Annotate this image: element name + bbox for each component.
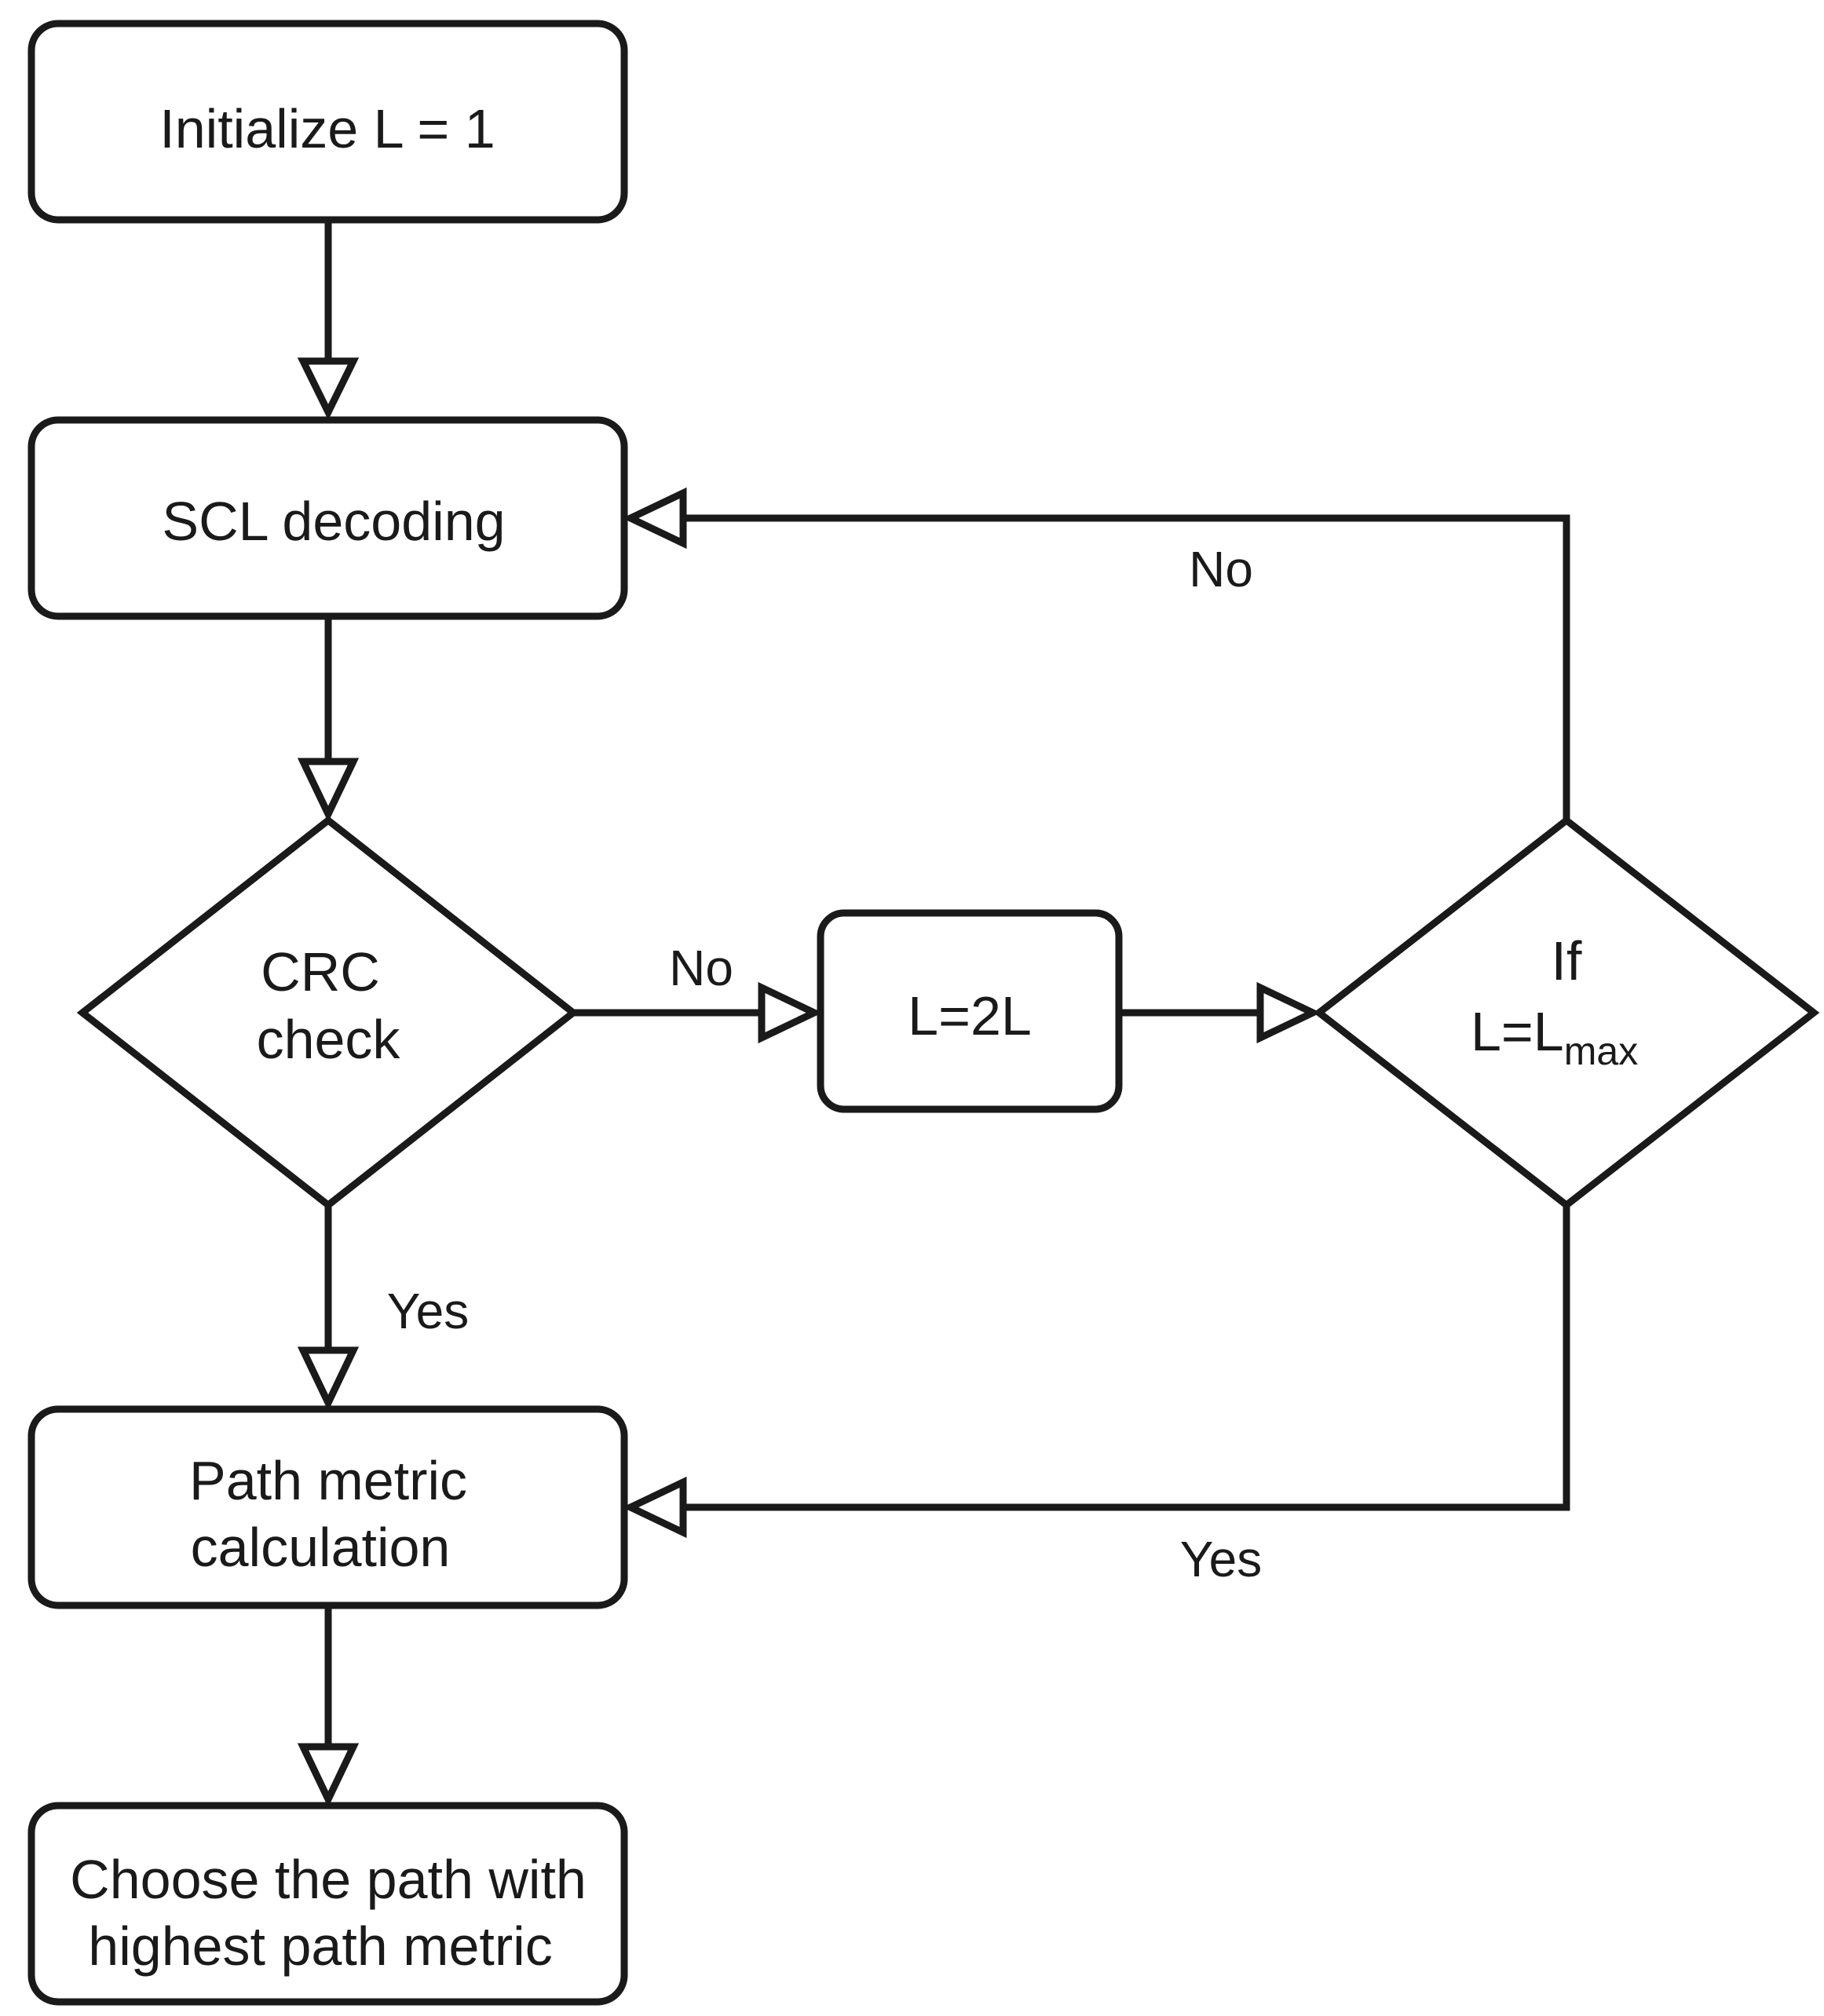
node-lmax-check-main: L=L — [1471, 1001, 1564, 1062]
node-path-metric-line2: calculation — [191, 1517, 451, 1578]
node-lmax-check-subscript: max — [1564, 1029, 1638, 1073]
edge-metric-to-choose-arrowhead — [297, 1743, 360, 1808]
node-lmax-check-line1: If — [1552, 930, 1582, 992]
node-initialize-label: Initialize L = 1 — [159, 98, 495, 159]
edge-double-to-lmax — [1119, 981, 1321, 1044]
edge-scl-to-crc-arrowhead — [297, 758, 360, 823]
edge-lmax-yes-line — [683, 1205, 1570, 1511]
edge-lmax-yes: Yes — [622, 1205, 1570, 1587]
node-path-metric-line1: Path metric — [189, 1450, 467, 1511]
node-crc-check-line1: CRC — [261, 941, 380, 1003]
node-initialize: Initialize L = 1 — [27, 20, 628, 224]
edge-lmax-no-arrowhead — [622, 487, 687, 550]
node-scl-decoding-label: SCL decoding — [162, 491, 505, 552]
edge-crc-yes: Yes — [297, 1205, 469, 1412]
node-crc-check-line2: check — [257, 1009, 401, 1070]
node-choose-path-line2: highest path metric — [88, 1916, 552, 1977]
node-choose-path-line1: Choose the path with — [70, 1849, 587, 1910]
node-double-list-label: L=2L — [908, 985, 1032, 1046]
node-double-list: L=2L — [817, 909, 1123, 1113]
node-choose-path: Choose the path with highest path metric — [27, 1802, 628, 2006]
node-lmax-check: If L=Lmax — [1313, 816, 1820, 1210]
edge-lmax-yes-label: Yes — [1180, 1531, 1262, 1587]
edge-lmax-no-label: No — [1189, 541, 1253, 597]
edge-init-to-scl-arrowhead — [297, 357, 360, 421]
edge-lmax-no-line — [683, 514, 1570, 820]
node-lmax-check-diamond — [1313, 816, 1820, 1210]
edge-crc-yes-arrowhead — [297, 1346, 360, 1412]
edge-metric-to-choose — [297, 1605, 360, 1808]
edge-lmax-no: No — [622, 487, 1570, 820]
edge-crc-no-label: No — [669, 940, 733, 996]
node-crc-check: CRC check — [76, 816, 579, 1210]
node-scl-decoding: SCL decoding — [27, 416, 628, 620]
edge-crc-no: No — [573, 940, 823, 1044]
node-lmax-check-line2: L=Lmax — [1471, 1001, 1638, 1073]
edge-lmax-yes-arrowhead — [622, 1476, 687, 1539]
edge-scl-to-crc — [297, 616, 360, 823]
node-path-metric: Path metric calculation — [27, 1405, 628, 1609]
edge-double-to-lmax-arrowhead — [1256, 981, 1321, 1044]
edge-crc-yes-label: Yes — [387, 1283, 469, 1339]
edge-init-to-scl — [297, 220, 360, 421]
edge-crc-no-arrowhead — [758, 981, 823, 1044]
